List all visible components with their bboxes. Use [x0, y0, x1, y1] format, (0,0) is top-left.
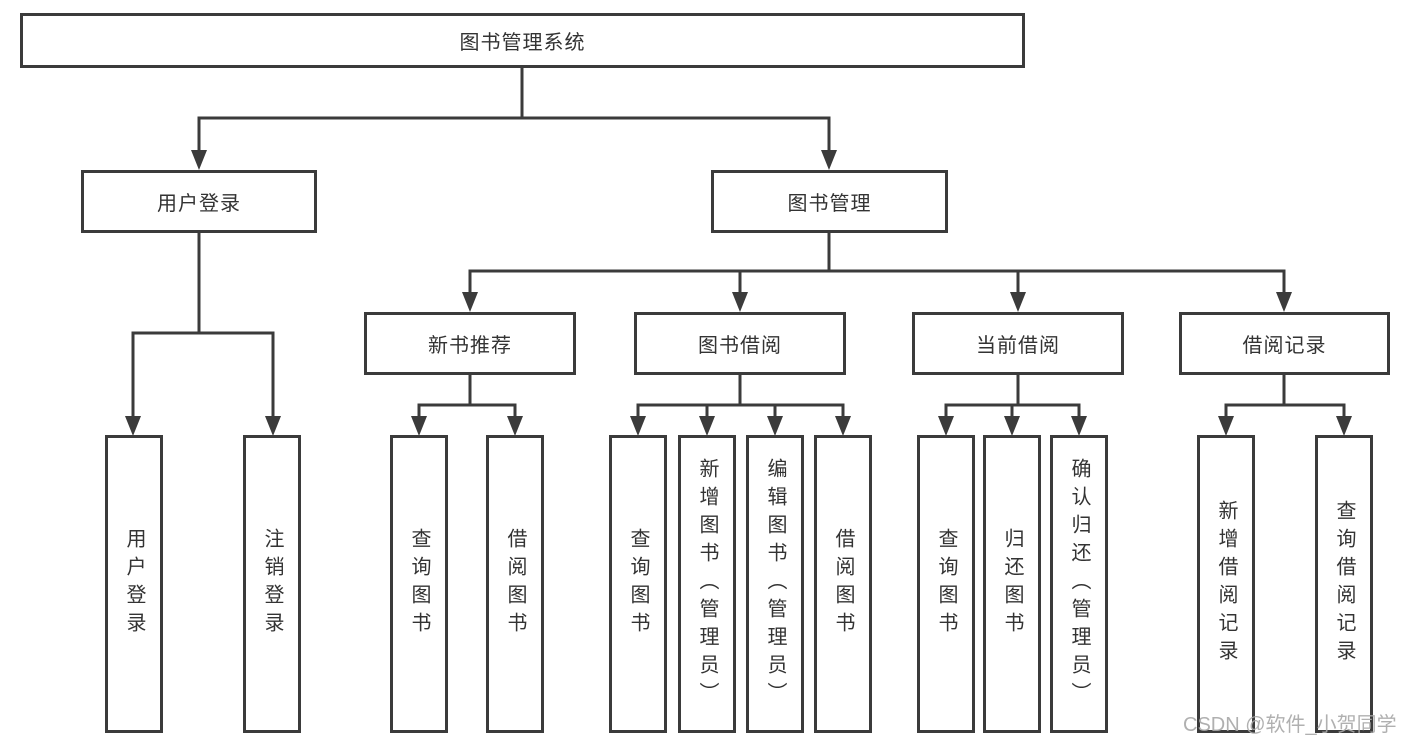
leaf-edit-book-admin-label: 编辑图书（管理员）	[764, 458, 786, 710]
leaf-user-login: 用户登录	[105, 435, 163, 733]
leaf-add-book-admin: 新增图书（管理员）	[678, 435, 736, 733]
leaf-logout: 注销登录	[243, 435, 301, 733]
csdn-watermark: CSDN @软件_小贺同学	[1183, 714, 1397, 736]
leaf-edit-book-admin: 编辑图书（管理员）	[746, 435, 804, 733]
leaf-query-books-current: 查询图书	[917, 435, 975, 733]
node-new-book-recommendation: 新书推荐	[364, 312, 576, 375]
node-book-management: 图书管理	[711, 170, 948, 233]
leaf-confirm-return-admin-label: 确认归还（管理员）	[1068, 458, 1090, 710]
leaf-add-book-admin-label: 新增图书（管理员）	[696, 458, 718, 710]
leaf-query-books-borrow-label: 查询图书	[627, 528, 649, 640]
leaf-query-books-borrow: 查询图书	[609, 435, 667, 733]
leaf-confirm-return-admin: 确认归还（管理员）	[1050, 435, 1108, 733]
leaf-borrow-books-recommend-label: 借阅图书	[504, 528, 526, 640]
connector-user-login-split	[131, 233, 275, 418]
node-book-borrowing: 图书借阅	[634, 312, 846, 375]
leaf-borrow-books: 借阅图书	[814, 435, 872, 733]
arrowheads	[125, 150, 1352, 436]
leaf-add-borrow-record: 新增借阅记录	[1197, 435, 1255, 733]
leaf-query-books-recommend-label: 查询图书	[408, 528, 430, 640]
leaf-user-login-label: 用户登录	[123, 528, 145, 640]
leaf-borrow-books-recommend: 借阅图书	[486, 435, 544, 733]
leaf-return-books: 归还图书	[983, 435, 1041, 733]
connector-borrow-record-split	[1224, 375, 1346, 418]
leaf-query-books-recommend: 查询图书	[390, 435, 448, 733]
leaf-query-borrow-record: 查询借阅记录	[1315, 435, 1373, 733]
node-library-management-system: 图书管理系统	[20, 13, 1025, 68]
leaf-query-books-current-label: 查询图书	[935, 528, 957, 640]
connector-book-borrow-split	[636, 375, 845, 418]
connector-root-split	[197, 68, 831, 152]
connector-current-borrow-split	[944, 375, 1081, 418]
connector-book-management-split	[468, 233, 1286, 293]
node-user-login: 用户登录	[81, 170, 317, 233]
leaf-borrow-books-label: 借阅图书	[832, 528, 854, 640]
leaf-return-books-label: 归还图书	[1001, 528, 1023, 640]
node-current-borrowing: 当前借阅	[912, 312, 1124, 375]
leaf-logout-label: 注销登录	[261, 528, 283, 640]
leaf-add-borrow-record-label: 新增借阅记录	[1215, 500, 1237, 668]
connector-new-book-split	[417, 375, 517, 418]
leaf-query-borrow-record-label: 查询借阅记录	[1333, 500, 1355, 668]
node-borrowing-records: 借阅记录	[1179, 312, 1390, 375]
